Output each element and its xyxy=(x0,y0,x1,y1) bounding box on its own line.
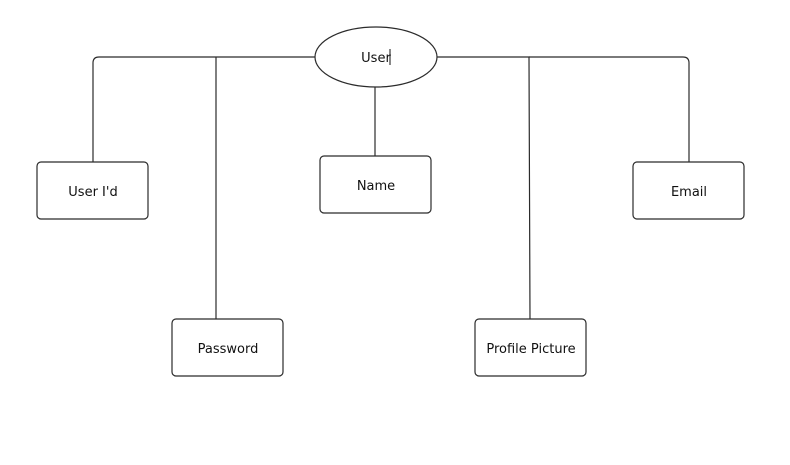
connector-email xyxy=(529,56,690,162)
attribute-email[interactable]: Email xyxy=(632,161,745,220)
attribute-name-box xyxy=(319,155,432,214)
connector-user-id xyxy=(92,56,315,162)
connectors xyxy=(92,56,690,320)
attribute-profile-picture[interactable]: Profile Picture xyxy=(474,318,587,377)
attribute-password-label: Password xyxy=(198,342,259,357)
attribute-name-label: Name xyxy=(357,179,395,194)
attribute-name[interactable]: Name xyxy=(319,155,432,214)
attribute-profile-picture-box xyxy=(474,318,587,377)
attribute-user-id-label: User I'd xyxy=(68,185,117,200)
attribute-email-box xyxy=(632,161,745,220)
entity-user-label: User xyxy=(361,51,391,66)
attribute-profile-picture-label: Profile Picture xyxy=(486,342,575,357)
entity-user-ellipse xyxy=(314,26,438,88)
connector-profile-picture xyxy=(437,56,531,320)
attribute-user-id-box xyxy=(36,161,149,220)
entity-user[interactable]: User xyxy=(314,26,438,88)
attribute-password-box xyxy=(171,318,284,377)
attribute-user-id[interactable]: User I'd xyxy=(36,161,149,220)
attribute-email-label: Email xyxy=(671,185,707,200)
attribute-password[interactable]: Password xyxy=(171,318,284,377)
